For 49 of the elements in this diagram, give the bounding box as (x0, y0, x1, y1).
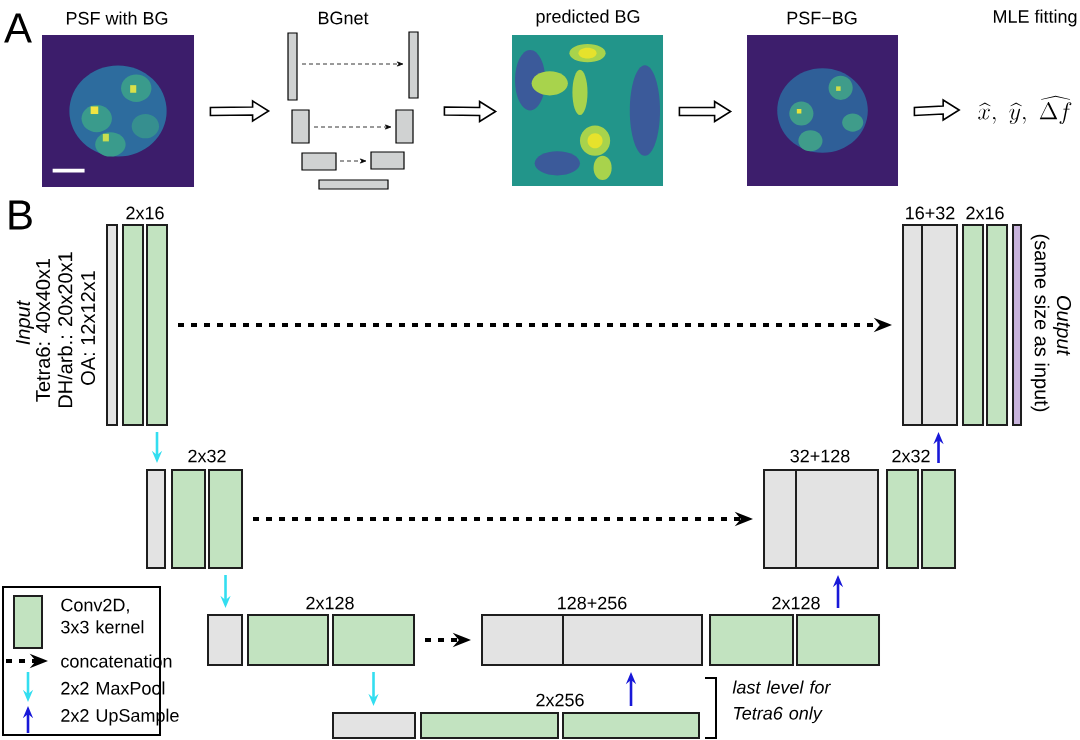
conv-block (171, 469, 206, 569)
channel-label: 2x16 (126, 206, 164, 220)
image-title: PSF−BG (787, 11, 857, 25)
input-label: Tetra6: 40x40x1 (35, 258, 51, 402)
conv-block (146, 224, 168, 426)
channel-label: 2x128 (772, 596, 820, 610)
channel-label: 2x256 (536, 693, 584, 707)
conv-block (962, 224, 984, 426)
panel-letter: B (9, 200, 32, 230)
concatenated-block (763, 469, 879, 569)
conv-block (886, 469, 919, 569)
channel-label: 2x32 (892, 449, 930, 463)
conv-block (709, 614, 794, 666)
hollow-arrow (678, 100, 733, 123)
conv-block (562, 712, 700, 739)
image-title: MLE fitting (993, 9, 1077, 27)
conv-block (420, 712, 559, 739)
pooled-block (207, 614, 243, 666)
image-title: predicted BG (536, 9, 640, 27)
conv-block (986, 224, 1008, 426)
channel-label: 2x16 (966, 206, 1004, 220)
legend-label: Conv2D, 3x3 kernel (61, 598, 144, 634)
input-label: Input (16, 300, 34, 345)
note: last level for Tetra6 only (732, 680, 831, 724)
conv-block (208, 469, 243, 569)
output-label: Output (1052, 296, 1072, 356)
conv-block (796, 614, 880, 666)
hollow-arrow (913, 98, 961, 122)
channel-label: 16+32 (906, 206, 955, 220)
hollow-arrow (209, 99, 271, 123)
formula: $\widehat{x},\ \widehat{y},\ \widehat{\Delta f}$ (978, 95, 1072, 125)
pooled-block (332, 712, 416, 739)
channel-label: 32+128 (790, 449, 850, 463)
channel-label: 2x32 (188, 449, 226, 463)
concatenated-block (902, 224, 958, 426)
input-label: OA: 12x12x1 (80, 271, 96, 385)
concatenated-block (481, 614, 703, 666)
image-title: PSF with BG (66, 11, 168, 25)
hollow-arrow (443, 100, 498, 123)
channel-label: 2x128 (306, 596, 354, 610)
input-label: DH/arb.: 20x20x1 (57, 252, 73, 408)
pooled-block (146, 469, 166, 569)
conv-block (247, 614, 329, 666)
image-title: BGnet (318, 11, 369, 25)
conv-block (921, 469, 956, 569)
output-label: (same size as input) (1030, 234, 1050, 412)
panel-letter: A (4, 13, 32, 43)
conv-block (332, 614, 415, 666)
conv-block (122, 224, 144, 426)
